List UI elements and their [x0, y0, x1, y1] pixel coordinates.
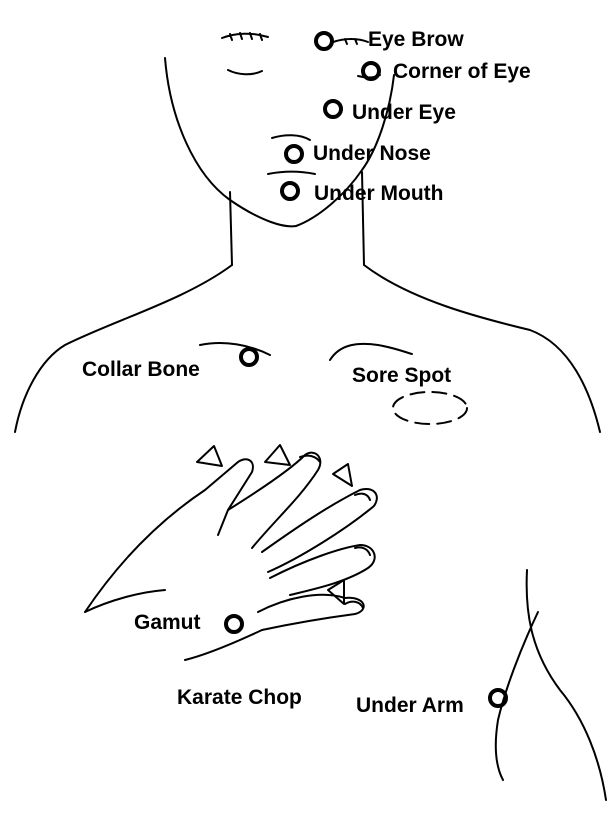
under-eye-label: Under Eye	[352, 101, 456, 125]
under-eye-point-icon	[325, 101, 341, 117]
karate-chop-label: Karate Chop	[177, 686, 302, 710]
finger-tip-marker-1	[197, 446, 222, 466]
finger-tip-marker-3	[333, 464, 352, 486]
eye-brow-label: Eye Brow	[368, 28, 464, 52]
sore-spot-area	[393, 392, 467, 424]
left-eyebrow	[222, 33, 268, 40]
left-eye	[228, 70, 262, 74]
mouth-line	[268, 172, 315, 174]
torso-right-side	[527, 570, 606, 800]
under-arm-line	[496, 612, 538, 780]
hand-outline	[85, 453, 377, 660]
collar-bone-label: Collar Bone	[82, 358, 200, 382]
right-collarbone	[330, 344, 412, 360]
under-nose-point-icon	[286, 146, 302, 162]
right-eyebrow	[333, 39, 368, 44]
under-nose-label: Under Nose	[313, 142, 431, 166]
under-arm-label: Under Arm	[356, 694, 464, 718]
under-mouth-point-icon	[282, 183, 298, 199]
finger-tip-marker-2	[265, 445, 290, 465]
collar-bone-point-icon	[241, 349, 257, 365]
left-shoulder	[15, 265, 232, 432]
gamut-label: Gamut	[134, 611, 201, 635]
eye-brow-point-icon	[316, 33, 332, 49]
neck-left	[230, 192, 232, 265]
nose-line	[272, 135, 310, 140]
sore-spot-label: Sore Spot	[352, 364, 451, 388]
right-shoulder	[364, 265, 600, 432]
gamut-point-icon	[226, 616, 242, 632]
under-mouth-label: Under Mouth	[314, 182, 443, 206]
left-collarbone	[200, 343, 270, 355]
corner-of-eye-label: Corner of Eye	[393, 60, 531, 84]
